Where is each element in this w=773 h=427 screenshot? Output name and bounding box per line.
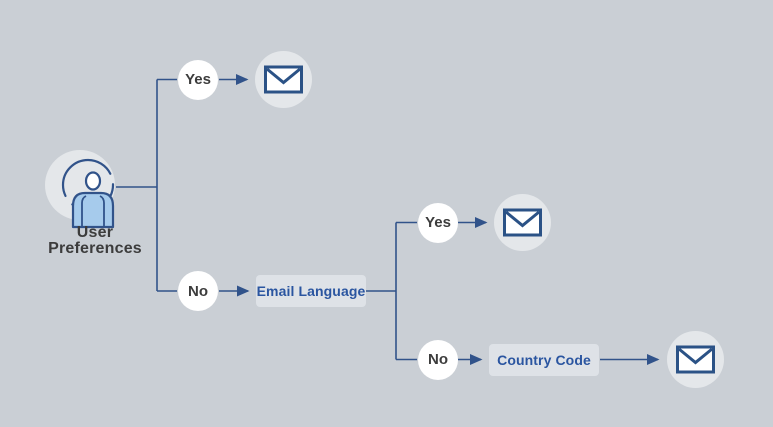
decision-yes-2: Yes: [418, 202, 458, 243]
decision-no-1: No: [178, 271, 218, 311]
country-code-node: Country Code: [489, 343, 599, 376]
email-icon: [503, 208, 542, 237]
decision-no-2-label: No: [428, 351, 448, 368]
root-label-line1: User: [76, 224, 114, 241]
decision-no-1-label: No: [188, 282, 208, 300]
decision-yes-1-label: Yes: [185, 71, 211, 88]
email-outcome-1: [255, 51, 312, 108]
decision-yes-2-label: Yes: [425, 214, 451, 231]
country-code-label: Country Code: [497, 351, 591, 368]
root-node-label: User Preferences: [30, 225, 160, 257]
email-icon: [676, 345, 715, 374]
user-icon: [45, 150, 115, 229]
email-outcome-2: [494, 194, 551, 251]
root-label-line2: Preferences: [48, 240, 142, 257]
decision-no-2: No: [418, 339, 458, 380]
email-language-node: Email Language: [256, 275, 366, 307]
email-outcome-3: [667, 331, 724, 388]
decision-yes-1: Yes: [178, 59, 218, 100]
email-icon: [264, 65, 303, 94]
email-language-label: Email Language: [256, 283, 366, 299]
